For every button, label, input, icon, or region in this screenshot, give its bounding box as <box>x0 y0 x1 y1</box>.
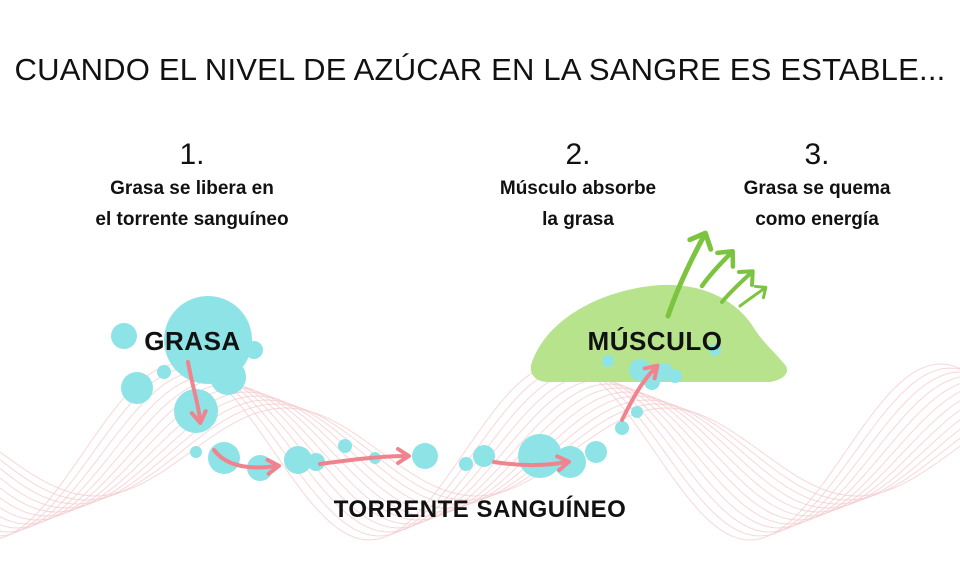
muscle-label: MÚSCULO <box>587 326 723 356</box>
wave-line <box>0 407 960 497</box>
step-number: 2. <box>565 138 591 171</box>
page-title: CUANDO EL NIVEL DE AZÚCAR EN LA SANGRE E… <box>14 52 946 87</box>
flow-arrow <box>186 360 208 425</box>
wave-line <box>0 387 960 517</box>
energy-arrows <box>665 230 768 319</box>
fat-bubble <box>668 369 682 383</box>
arrowhead-icon <box>265 457 281 476</box>
arrowhead-icon <box>687 230 714 252</box>
arrow-shaft <box>720 270 754 304</box>
step-description-line-1: Grasa se quema <box>743 178 891 199</box>
arrowhead-icon <box>642 363 660 381</box>
arrow-shaft <box>665 231 708 319</box>
fat-bubble <box>615 421 629 435</box>
fat-bubble <box>709 344 721 356</box>
fat-bubble <box>585 441 607 463</box>
arrowhead-icon <box>736 269 755 288</box>
bloodstream-label: TORRENTE SANGUÍNEO <box>333 496 627 523</box>
arrow-shaft <box>318 454 408 466</box>
fat-bubble <box>284 446 312 474</box>
fat-bubble <box>631 406 643 418</box>
step-description-line-2: como energía <box>755 209 879 230</box>
arrowhead-icon <box>753 284 768 300</box>
fat-label: GRASA <box>144 326 241 356</box>
arrowhead-icon <box>555 454 571 473</box>
fat-bubble <box>459 457 473 471</box>
fat-bubble <box>245 341 263 359</box>
wave-line <box>0 395 960 509</box>
arrow-shaft <box>212 448 278 470</box>
fat-bubble <box>190 446 202 458</box>
flow-arrows <box>186 360 660 476</box>
step-description-line-1: Músculo absorbe <box>499 178 657 199</box>
arrow-shaft <box>492 460 568 467</box>
step-description-line-2: la grasa <box>542 209 614 230</box>
step-description-line-2: el torrente sanguíneo <box>95 209 289 230</box>
fat-bubble <box>412 443 438 469</box>
fat-bubble <box>629 359 651 381</box>
arrowhead-icon <box>396 447 411 465</box>
wave-line <box>0 391 960 513</box>
fat-bubble <box>174 389 218 433</box>
wave-line <box>0 375 960 529</box>
wave-line <box>0 379 960 525</box>
step-number: 3. <box>804 138 830 171</box>
energy-arrow <box>720 269 755 304</box>
arrowhead-icon <box>189 409 208 425</box>
step-description-line-1: Grasa se libera en <box>110 178 274 199</box>
fat-bubble <box>210 359 246 395</box>
arrowhead-icon <box>715 249 736 269</box>
energy-arrow <box>699 249 736 289</box>
fat-bubble <box>338 439 352 453</box>
fat-bubble <box>473 445 495 467</box>
muscle-blob <box>530 284 788 382</box>
flow-arrow <box>620 363 660 422</box>
flow-arrow <box>492 454 571 473</box>
fat-bubble <box>157 365 171 379</box>
fat-bubble <box>121 372 153 404</box>
step-2: 2. Músculo absorbe la grasa <box>428 138 728 234</box>
fat-bubble <box>111 323 137 349</box>
energy-arrow <box>738 284 768 308</box>
wave-line <box>0 403 960 501</box>
arrow-shaft <box>620 366 657 422</box>
flow-arrow <box>212 448 281 476</box>
arrow-shaft <box>738 286 767 308</box>
energy-arrow <box>665 230 714 319</box>
fat-bubble <box>307 453 325 471</box>
fat-bubble <box>602 355 614 367</box>
flow-arrow <box>318 447 411 466</box>
arrow-shaft <box>699 249 735 289</box>
arrow-shaft <box>186 360 202 422</box>
wave-line <box>0 383 960 521</box>
step-number: 1. <box>179 138 205 171</box>
step-3: 3. Grasa se quema como energía <box>667 138 960 234</box>
step-1: 1. Grasa se libera en el torrente sanguí… <box>42 138 342 234</box>
